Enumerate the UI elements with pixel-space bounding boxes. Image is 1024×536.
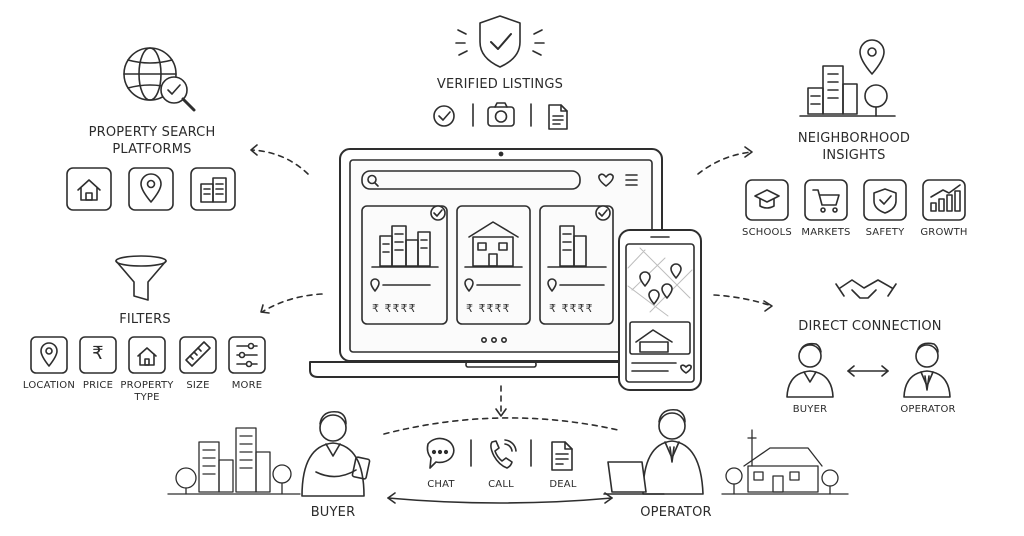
direct-connection-title: DIRECT CONNECTION — [798, 319, 942, 334]
platform-location-card — [128, 167, 174, 211]
filter-price-label: PRICE — [82, 380, 114, 391]
bottom-buyer-label: BUYER — [310, 505, 356, 520]
buyer-with-phone — [301, 410, 371, 497]
direct-buyer-label: BUYER — [792, 404, 828, 415]
handshake-icon — [835, 279, 897, 299]
filter-location-label: LOCATION — [22, 380, 76, 391]
heart-icon — [598, 173, 614, 187]
funnel-icon — [115, 255, 167, 301]
filter-more-card — [228, 336, 266, 374]
filter-location-card — [30, 336, 68, 374]
listing-card — [539, 205, 614, 325]
camera-icon — [487, 102, 515, 127]
platform-building-card — [190, 167, 236, 211]
deal-label: DEAL — [549, 479, 577, 490]
filter-type-label-1: PROPERTY — [120, 380, 174, 391]
chat-icon — [426, 437, 455, 469]
neighborhood-title-1: NEIGHBORHOOD — [797, 131, 911, 146]
schools-card — [745, 179, 789, 221]
phone-illustration — [618, 229, 702, 391]
safety-card — [863, 179, 907, 221]
filter-size-card — [179, 336, 217, 374]
listing-price: ₹ ₹₹₹₹ — [466, 302, 511, 315]
verified-listings-title: VERIFIED LISTINGS — [436, 77, 564, 92]
listing-card — [456, 205, 531, 325]
search-bar — [361, 170, 581, 190]
globe-search-icon — [123, 47, 196, 112]
listing-price: ₹ ₹₹₹₹ — [549, 302, 594, 315]
buyer-person-icon — [786, 342, 834, 398]
call-label: CALL — [488, 479, 514, 490]
direct-operator-label: OPERATOR — [900, 404, 956, 415]
arrow-heads — [250, 144, 773, 417]
listing-card — [361, 205, 448, 325]
growth-card — [922, 179, 966, 221]
deal-document-icon — [551, 441, 573, 471]
filter-type-card — [128, 336, 166, 374]
filter-type-label-2: TYPE — [134, 392, 160, 403]
filter-size-label: SIZE — [186, 380, 210, 391]
operator-with-laptop — [603, 408, 704, 495]
platform-home-card — [66, 167, 112, 211]
rupee-icon: ₹ — [92, 343, 104, 364]
badge-check-icon — [433, 105, 455, 127]
growth-label: GROWTH — [920, 227, 968, 238]
city-skyline-left — [167, 427, 301, 495]
safety-label: SAFETY — [865, 227, 905, 238]
double-arrow — [847, 365, 889, 377]
city-pin-icon — [799, 39, 896, 117]
neighborhood-title-2: INSIGHTS — [822, 148, 886, 163]
laptop-illustration — [309, 148, 693, 378]
bottom-operator-label: OPERATOR — [640, 505, 712, 520]
search-platforms-title-1: PROPERTY SEARCH — [88, 125, 216, 140]
bottom-double-arrow — [387, 492, 613, 504]
house-scene-right — [721, 429, 849, 495]
markets-card — [804, 179, 848, 221]
filters-title: FILTERS — [119, 312, 171, 327]
document-icon — [548, 104, 568, 130]
listing-price: ₹ ₹₹₹₹ — [372, 302, 417, 315]
filter-price-card — [79, 336, 117, 374]
schools-label: SCHOOLS — [742, 227, 792, 238]
flow-arrows — [251, 149, 773, 435]
phone-call-icon — [490, 439, 517, 469]
operator-person-icon — [903, 342, 951, 398]
chat-label: CHAT — [427, 479, 455, 490]
search-platforms-title-2: PLATFORMS — [112, 142, 192, 157]
verified-shield-icon — [455, 15, 545, 68]
filter-more-label: MORE — [231, 380, 263, 391]
markets-label: MARKETS — [801, 227, 851, 238]
